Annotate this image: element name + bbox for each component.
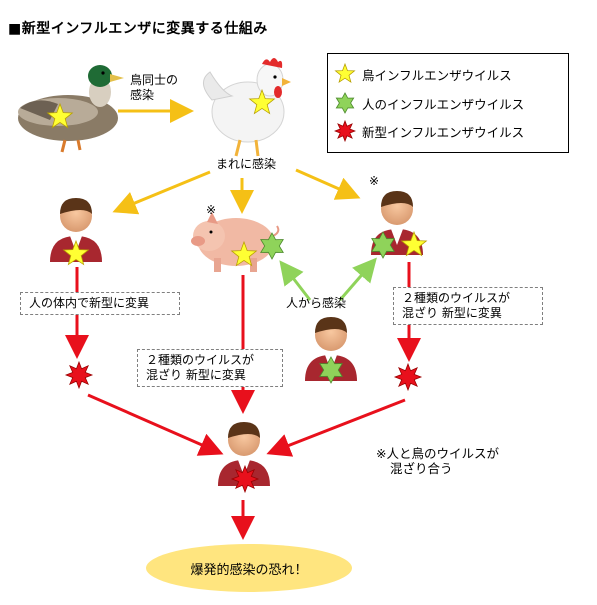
red-star-icon [334, 120, 356, 142]
legend-label-new-virus: 新型インフルエンザウイルス [362, 124, 525, 140]
chicken-illustration [203, 58, 291, 157]
middle-mutation-line1: ２種類のウイルスが [146, 353, 255, 367]
pig-note-mark: ※ [206, 203, 217, 217]
yellow-arrows [112, 99, 361, 215]
bird-virus-duck-icon [46, 102, 74, 129]
bird-to-bird-label: 鳥同士の 感染 [130, 73, 178, 103]
pig-illustration [191, 212, 280, 272]
virus-marks [46, 88, 428, 494]
mixing-note: ※人と鳥のウイルスが 混ざり合う [376, 446, 499, 476]
page-title: ■新型インフルエンザに変異する仕組み [8, 21, 268, 37]
human-virus-source-person-icon [319, 356, 343, 384]
legend-label-human-virus: 人のインフルエンザウイルス [362, 96, 525, 112]
new-virus-bottom-icon [230, 464, 260, 494]
bird-virus-right-person-icon [400, 230, 428, 257]
legend-item-human-virus: 人のインフルエンザウイルス [334, 91, 524, 115]
outcome-ellipse: 爆発的感染の恐れ！ [146, 544, 352, 592]
right-mutation-line2: 混ざり 新型に変異 [402, 306, 502, 320]
left-mutation-text: 人の体内で新型に変異 [29, 296, 150, 310]
bird-virus-chicken-icon [248, 88, 276, 115]
bird-virus-left-person-icon [62, 239, 90, 266]
legend-item-bird-virus: 鳥インフルエンザウイルス [334, 62, 512, 86]
legend-label-bird-virus: 鳥インフルエンザウイルス [362, 67, 512, 83]
middle-mutation-box: ２種類のウイルスが 混ざり 新型に変異 [137, 349, 283, 387]
human-virus-right-person-icon [371, 231, 395, 259]
duck-illustration [18, 65, 124, 153]
yellow-star-icon [334, 63, 356, 84]
new-virus-right-icon [393, 362, 423, 392]
mixing-note-line2: 混ざり合う [390, 461, 453, 476]
bird-to-bird-line2: 感染 [130, 88, 155, 102]
left-mutation-box: 人の体内で新型に変異 [20, 292, 180, 315]
outcome-text: 爆発的感染の恐れ！ [190, 562, 308, 578]
bird-to-bird-line1: 鳥同士の [130, 73, 179, 87]
new-virus-left-icon [64, 360, 94, 390]
human-virus-pig-icon [260, 232, 284, 260]
legend-item-new-virus: 新型インフルエンザウイルス [334, 119, 524, 143]
green-arrows [279, 257, 377, 301]
mixing-note-line1: ※人と鳥のウイルスが [376, 446, 499, 461]
bird-virus-pig-icon [230, 240, 258, 267]
right-mutation-line1: ２種類のウイルスが [402, 291, 511, 305]
human-to-infection-label: 人から感染 [286, 296, 347, 310]
green-star-icon [335, 92, 355, 114]
right-mutation-box: ２種類のウイルスが 混ざり 新型に変異 [393, 287, 543, 325]
rare-infection-label: まれに感染 [216, 157, 277, 171]
human-note-mark: ※ [369, 174, 380, 188]
middle-mutation-line2: 混ざり 新型に変異 [146, 368, 246, 382]
legend: 鳥インフルエンザウイルス 人のインフルエンザウイルス 新型インフルエンザウイルス [327, 53, 569, 153]
